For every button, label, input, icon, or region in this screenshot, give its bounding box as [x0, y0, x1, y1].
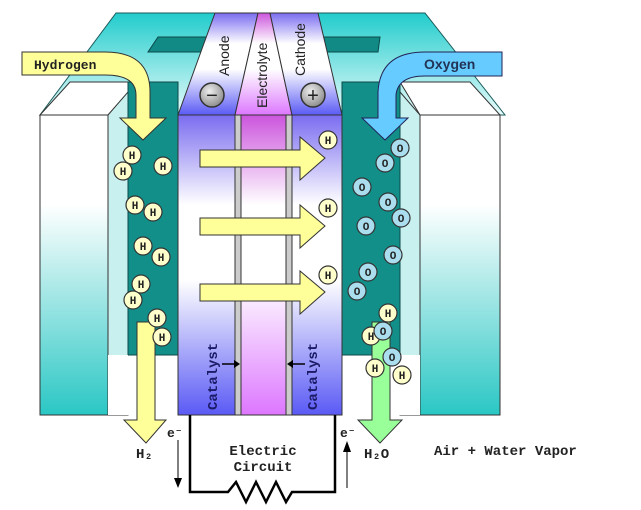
svg-text:H: H	[132, 201, 139, 213]
svg-text:H: H	[160, 162, 167, 174]
water-hydrogen: H	[392, 365, 412, 385]
positive-sign: +	[307, 85, 319, 107]
hydrogen-proton: H	[151, 247, 171, 267]
right-block	[419, 114, 501, 416]
electric-circuit	[188, 415, 337, 505]
svg-text:H: H	[325, 136, 332, 148]
proton-arrow-1	[199, 135, 326, 182]
svg-text:H: H	[158, 253, 165, 265]
proton-arrow-2	[199, 203, 326, 250]
svg-text:H: H	[159, 333, 166, 345]
svg-text:H: H	[140, 242, 147, 254]
svg-text:O: O	[365, 268, 372, 280]
hydrogen-proton: H	[143, 202, 163, 222]
water-oxygen: O	[373, 321, 393, 341]
exhaust-label: Air + Water Vapor	[434, 444, 577, 460]
h2-output-label: H₂	[136, 447, 153, 463]
svg-text:O: O	[390, 251, 397, 263]
electron-label-right: e⁻	[340, 426, 356, 441]
hydrogen-proton: H	[153, 156, 173, 176]
negative-terminal-icon	[199, 82, 225, 108]
svg-text:O: O	[389, 353, 396, 365]
svg-text:H: H	[325, 271, 332, 283]
positive-terminal-icon	[300, 82, 326, 108]
oxygen-atom: O	[352, 177, 372, 197]
hydrogen-proton: H	[123, 290, 143, 310]
oxygen-atom: O	[356, 216, 376, 236]
svg-text:O: O	[363, 222, 370, 234]
negative-sign: −	[206, 85, 218, 107]
oxygen-label: Oxygen	[424, 56, 475, 72]
svg-text:H: H	[154, 314, 161, 326]
hydrogen-proton: H	[133, 236, 153, 256]
hydrogen-proton: H	[122, 145, 142, 165]
proton-arrow-3	[199, 269, 326, 316]
svg-text:O: O	[397, 144, 404, 156]
left-block	[39, 114, 109, 416]
circuit-label-line2: Circuit	[234, 460, 293, 476]
hydrogen-proton: H	[131, 274, 151, 294]
hydrogen-proton: H	[318, 130, 338, 150]
hydrogen-proton: H	[125, 195, 145, 215]
oxygen-atom: O	[347, 281, 367, 301]
svg-text:H: H	[385, 309, 392, 321]
oxygen-atom: O	[390, 138, 410, 158]
svg-text:H: H	[150, 208, 157, 220]
anode-label: Anode	[216, 35, 232, 76]
water-outlet-arrow	[356, 321, 404, 444]
svg-text:H: H	[129, 151, 136, 163]
h2o-output-label: H₂O	[364, 447, 389, 463]
svg-text:O: O	[359, 183, 366, 195]
electron-label-left: e⁻	[167, 426, 183, 441]
circuit-label-line1: Electric	[229, 444, 296, 460]
catalyst-right-pointer	[287, 360, 305, 368]
hydrogen-proton: H	[318, 265, 338, 285]
oxygen-atom: O	[378, 192, 398, 212]
cathode-label: Cathode	[292, 23, 308, 76]
oxygen-atom: O	[391, 208, 411, 228]
water-oxygen: O	[382, 347, 402, 367]
svg-text:H: H	[368, 332, 375, 344]
oxygen-atom: O	[375, 153, 395, 173]
svg-text:O: O	[380, 327, 387, 339]
oxygen-atom: O	[383, 245, 403, 265]
hydrogen-proton: H	[113, 161, 133, 181]
electron-flow-down-arrow	[174, 440, 182, 488]
water-hydrogen: H	[365, 358, 385, 378]
svg-text:H: H	[130, 296, 137, 308]
electron-flow-up-arrow	[343, 441, 351, 488]
catalyst-right-label: Catalyst	[306, 343, 322, 410]
svg-text:H: H	[120, 167, 127, 179]
hydrogen-inlet-arrow	[21, 51, 168, 141]
hydrogen-proton: H	[147, 308, 167, 328]
electrolyte-label: Electrolyte	[254, 42, 270, 108]
svg-text:H: H	[325, 204, 332, 216]
oxygen-atom: O	[358, 262, 378, 282]
hydrogen-proton: H	[152, 327, 172, 347]
svg-text:H: H	[399, 371, 406, 383]
catalyst-left-pointer	[222, 360, 240, 368]
svg-text:O: O	[398, 214, 405, 226]
hydrogen-proton: H	[318, 198, 338, 218]
svg-text:H: H	[372, 364, 379, 376]
svg-text:O: O	[385, 198, 392, 210]
svg-text:O: O	[354, 287, 361, 299]
hydrogen-label: Hydrogen	[34, 58, 97, 73]
oxygen-inlet-arrow	[360, 51, 503, 141]
svg-text:H: H	[138, 280, 145, 292]
catalyst-left-label: Catalyst	[206, 343, 222, 410]
svg-text:O: O	[382, 159, 389, 171]
water-hydrogen: H	[378, 303, 398, 323]
